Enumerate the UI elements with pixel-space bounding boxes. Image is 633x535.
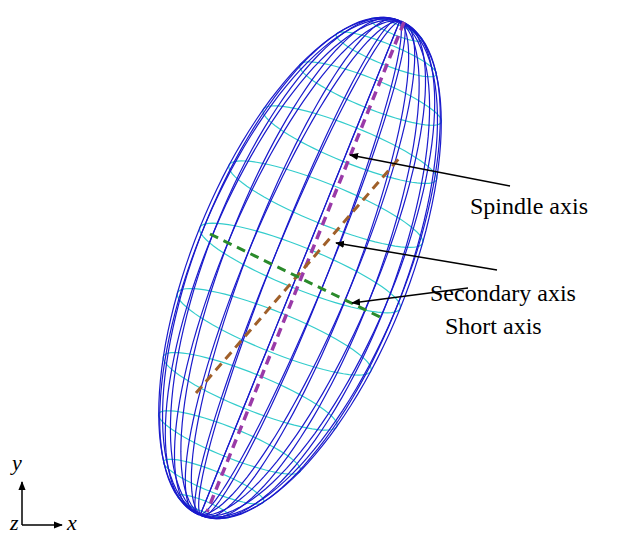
meridian-line bbox=[114, 0, 400, 515]
meridian-line bbox=[129, 0, 399, 515]
meridian-line bbox=[200, 21, 470, 535]
meridian-line bbox=[114, 0, 400, 515]
meridian-line bbox=[200, 21, 496, 535]
secondary-axis-line bbox=[196, 155, 402, 393]
coordinate-label: z bbox=[10, 512, 19, 534]
meridian-line bbox=[100, 0, 399, 515]
meridian-line bbox=[174, 10, 400, 514]
coordinate-label: x bbox=[67, 512, 77, 534]
meridian-line bbox=[200, 21, 426, 525]
leader-line bbox=[336, 243, 497, 270]
meridian-line bbox=[200, 21, 400, 515]
ellipsoid-wireframe bbox=[100, 0, 500, 535]
meridian-line bbox=[200, 21, 486, 535]
coordinate-label: y bbox=[12, 452, 22, 474]
meridian-line bbox=[104, 0, 400, 515]
meridian-line bbox=[130, 0, 400, 515]
axis-arrow bbox=[21, 482, 23, 525]
axis-label: Spindle axis bbox=[470, 194, 588, 218]
meridian-line bbox=[200, 21, 499, 535]
axis-arrow bbox=[22, 524, 62, 526]
meridian-line bbox=[174, 11, 400, 515]
meridian-line bbox=[200, 21, 496, 535]
meridian-line bbox=[200, 21, 426, 525]
leader-line bbox=[350, 155, 510, 186]
meridian-line bbox=[200, 21, 400, 515]
axis-label: Secondary axis bbox=[430, 281, 576, 305]
axis-label: Short axis bbox=[445, 314, 542, 338]
meridian-line bbox=[200, 21, 470, 535]
meridian-line bbox=[200, 21, 450, 535]
meridian-line bbox=[104, 0, 400, 515]
meridian-line bbox=[200, 21, 486, 535]
